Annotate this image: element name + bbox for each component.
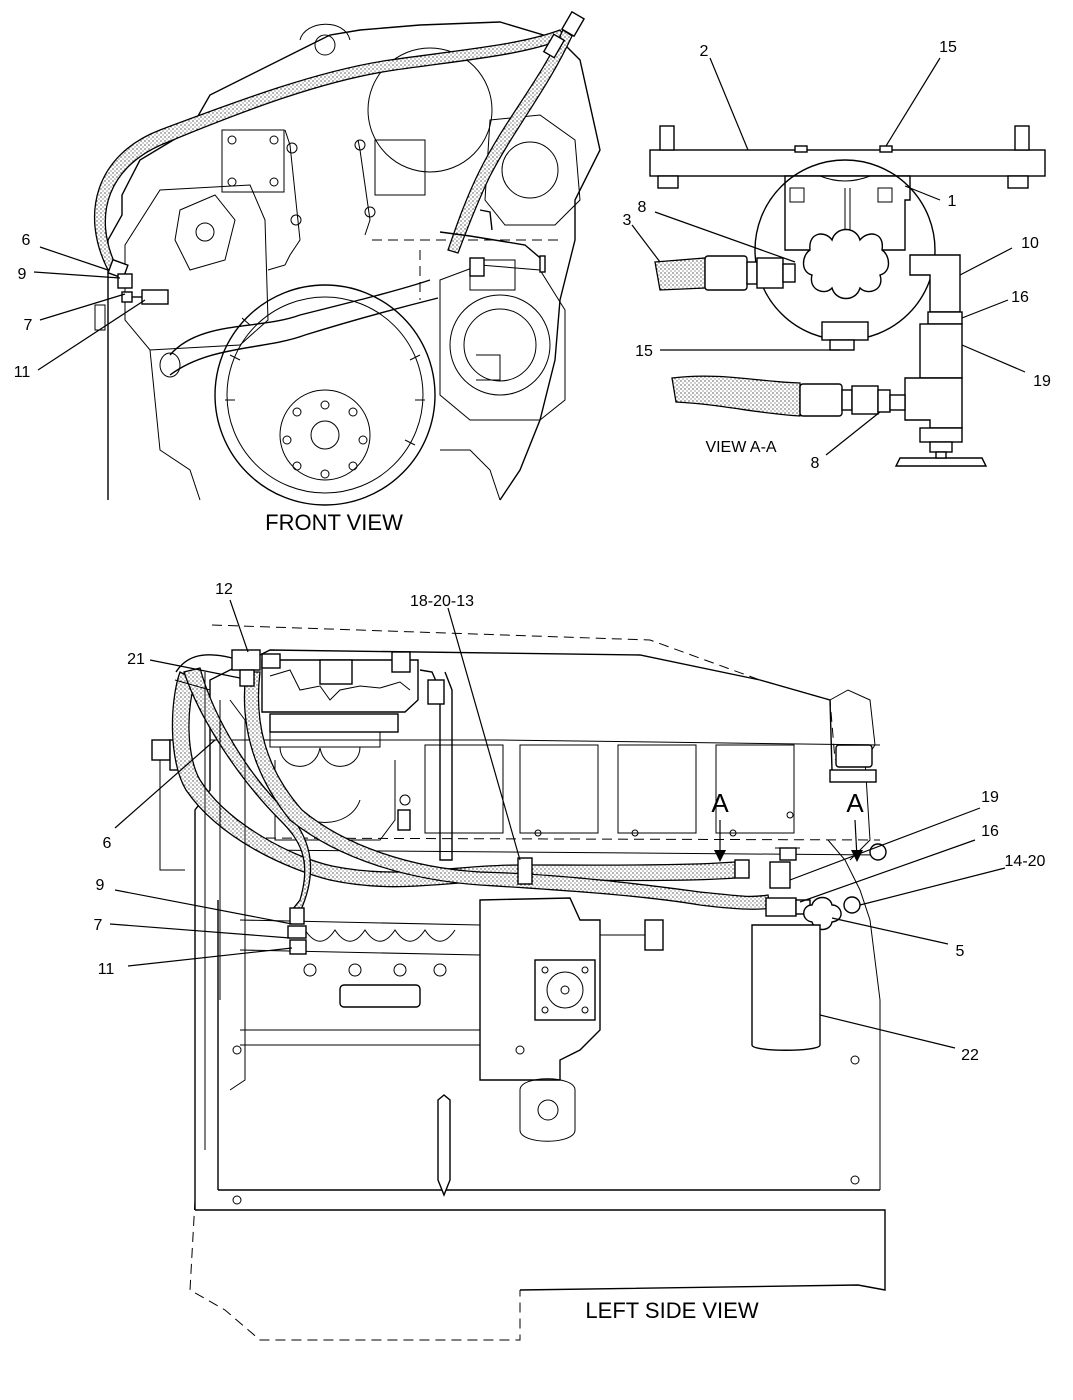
callout-15a-section: 15	[939, 39, 957, 56]
section-marker-a-left: A	[711, 788, 729, 818]
callout-9-front: 9	[18, 266, 27, 283]
callout-8a-section: 8	[638, 199, 647, 216]
callout-22-side: 22	[961, 1047, 979, 1064]
callout-6-front: 6	[22, 232, 31, 249]
callout-5-side: 5	[956, 943, 965, 960]
callout-14-20-side: 14-20	[1005, 853, 1046, 870]
callout-8b-section: 8	[811, 455, 820, 472]
section-view: 2 15 1 8 3 10 16 15 19 8 VIEW A-A	[623, 39, 1051, 472]
callout-11-front: 11	[14, 364, 31, 381]
callout-16-section: 16	[1011, 289, 1029, 306]
callout-12-side: 12	[215, 581, 233, 598]
callout-21-side: 21	[127, 651, 145, 668]
front-view: FRONT VIEW 6 9 7 11	[14, 10, 601, 535]
callout-6-side: 6	[103, 835, 112, 852]
callout-9-side: 9	[96, 877, 105, 894]
callout-1-section: 1	[948, 193, 957, 210]
left-side-view: A A LEFT SIDE VIEW 12 18-20-13 21 6 19 1…	[94, 581, 1046, 1341]
front-view-title: FRONT VIEW	[265, 510, 403, 535]
section-marker-a-right: A	[846, 788, 864, 818]
callout-15b-section: 15	[635, 343, 653, 360]
callout-10-section: 10	[1021, 235, 1039, 252]
callout-2-section: 2	[700, 43, 709, 60]
callout-16-side: 16	[981, 823, 999, 840]
left-side-view-title: LEFT SIDE VIEW	[585, 1298, 758, 1323]
section-view-title: VIEW A-A	[705, 439, 776, 456]
callout-19-section: 19	[1033, 373, 1051, 390]
callout-3-section: 3	[623, 212, 632, 229]
callout-7-front: 7	[24, 317, 33, 334]
callout-11-side: 11	[98, 961, 115, 978]
callout-7-side: 7	[94, 917, 103, 934]
callout-19-side: 19	[981, 789, 999, 806]
callout-18-20-13-side: 18-20-13	[410, 593, 474, 610]
